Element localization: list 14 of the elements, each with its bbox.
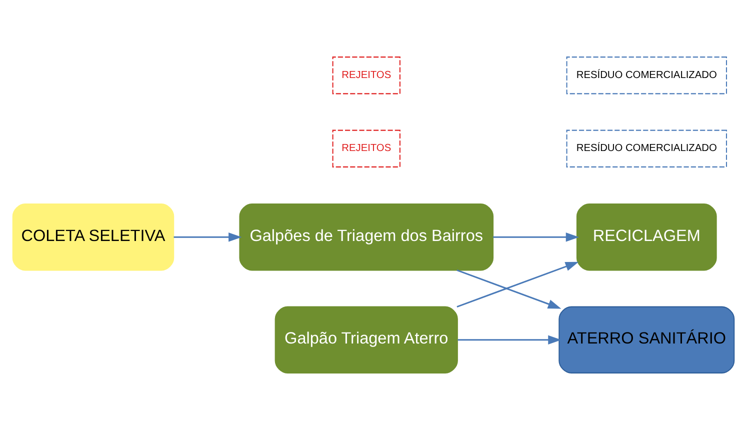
node-box: REJEITOS (332, 130, 400, 168)
node-box: REJEITOS (332, 56, 400, 94)
node-box: RESÍDUO COMERCIALIZADO (566, 130, 727, 168)
arrow (456, 262, 579, 308)
node-box: Galpão Triagem Aterro (274, 306, 458, 374)
arrow (456, 269, 562, 309)
node-box: RECICLAGEM (576, 204, 717, 271)
node-box: COLETA SELETIVA (12, 204, 174, 271)
node-box: ATERRO SANITÁRIO (558, 306, 735, 374)
arrow (174, 232, 242, 242)
node-box: Galpões de Triagem dos Bairros (239, 204, 494, 271)
arrow (493, 232, 580, 242)
arrow (458, 335, 562, 344)
node-box: RESÍDUO COMERCIALIZADO (566, 56, 727, 94)
